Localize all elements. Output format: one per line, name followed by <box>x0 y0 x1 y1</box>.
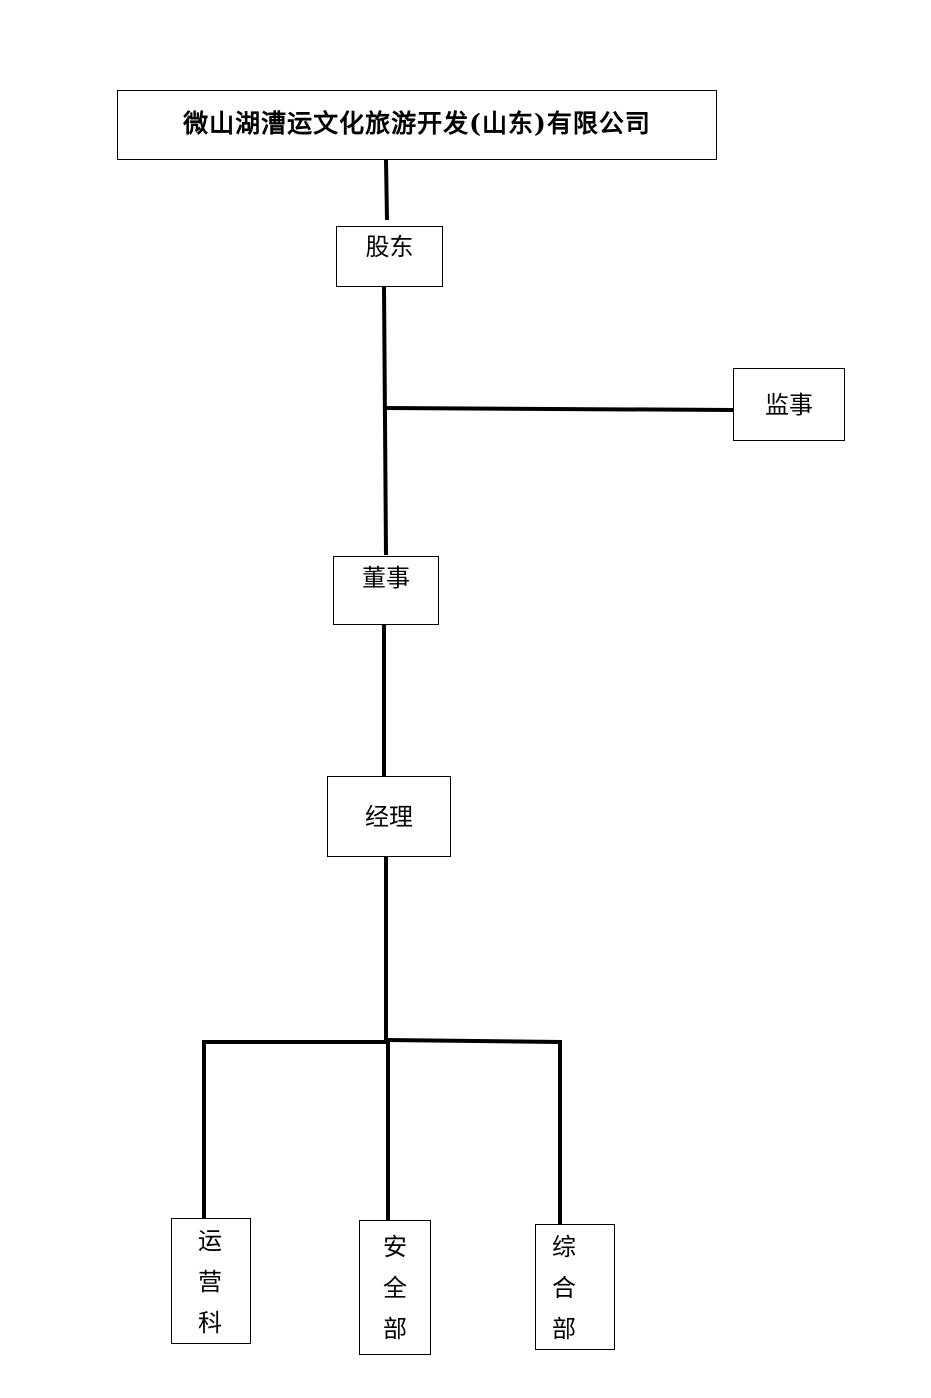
line-shareholders-director <box>382 286 388 556</box>
company-box: 微山湖漕运文化旅游开发(山东)有限公司 <box>117 90 717 160</box>
line-company-shareholders <box>384 159 389 221</box>
shareholders-label: 股东 <box>365 233 414 261</box>
dept-char: 运 <box>198 1227 222 1255</box>
department-safety: 安 全 部 <box>359 1220 431 1355</box>
line-branch-left <box>202 1040 387 1226</box>
dept-char: 部 <box>552 1315 576 1343</box>
manager-box: 经理 <box>327 776 451 857</box>
supervisor-box: 监事 <box>733 368 845 441</box>
dept-char: 合 <box>552 1274 576 1302</box>
dept-char: 部 <box>383 1315 407 1343</box>
dept-char: 安 <box>383 1233 407 1261</box>
manager-label: 经理 <box>365 803 413 831</box>
line-branch-right <box>386 1038 562 1227</box>
director-box: 董事 <box>333 556 439 625</box>
department-general: 综 合 部 <box>535 1224 615 1350</box>
dept-char: 营 <box>198 1268 222 1296</box>
dept-char: 科 <box>198 1309 222 1337</box>
company-name: 微山湖漕运文化旅游开发(山东)有限公司 <box>183 109 651 138</box>
dept-char: 综 <box>552 1233 576 1261</box>
supervisor-label: 监事 <box>765 391 813 419</box>
line-to-supervisor <box>384 406 734 412</box>
director-label: 董事 <box>362 564 410 592</box>
department-operations: 运 营 科 <box>171 1218 251 1344</box>
dept-char: 全 <box>383 1274 407 1302</box>
shareholders-box: 股东 <box>336 226 443 287</box>
